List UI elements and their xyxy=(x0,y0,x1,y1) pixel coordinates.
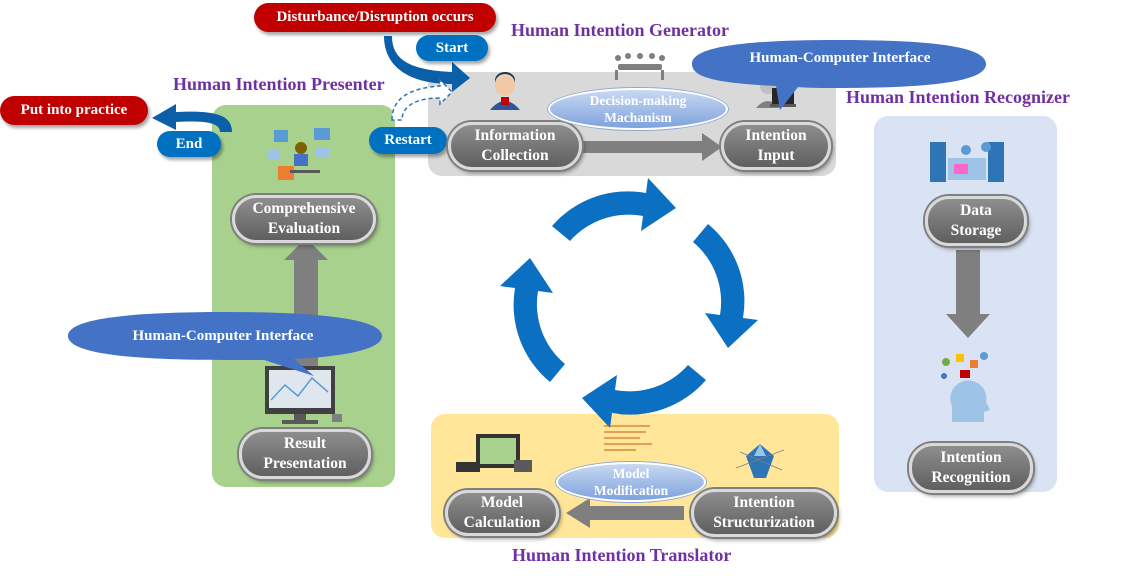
recognizer-down-arrow-shaft xyxy=(956,250,980,316)
code-sketch-icon xyxy=(604,425,652,451)
restart-pill[interactable]: Restart xyxy=(369,127,447,154)
generator-flow-arrow-shaft xyxy=(582,141,702,153)
cycle-arrows-icon xyxy=(500,178,758,428)
hci-bubble-top xyxy=(692,40,986,110)
translator-flow-arrowhead xyxy=(566,498,590,528)
node-label-line2: Input xyxy=(757,147,795,164)
person-icon xyxy=(490,72,520,110)
recognizer-title: Human Intention Recognizer xyxy=(846,87,1070,107)
restart-arrow xyxy=(391,78,454,121)
node-label-line2: Structurization xyxy=(713,514,815,531)
generator-flow-arrowhead xyxy=(702,133,722,161)
node-label-line1: Result xyxy=(283,435,327,452)
head-ideas-icon xyxy=(941,352,990,422)
node-label-line1: Data xyxy=(960,202,992,219)
hci-bubble-left xyxy=(68,312,382,376)
meeting-icon xyxy=(615,53,665,80)
presenter-title: Human Intention Presenter xyxy=(173,74,385,94)
translator-flow-arrow-shaft xyxy=(588,506,684,520)
start-pill[interactable]: Start xyxy=(416,35,488,61)
node-label-line1: Comprehensive xyxy=(252,200,356,217)
ellipse-label-line2: Modification xyxy=(593,483,669,498)
ellipse-label-line1: Decision-making xyxy=(589,93,687,108)
node-label-line2: Calculation xyxy=(463,514,541,531)
monitor-icon xyxy=(265,366,342,424)
node-label-line1: Intention xyxy=(940,449,1002,466)
practice-pill[interactable]: Put into practice xyxy=(0,96,148,125)
start-arrow xyxy=(384,36,470,92)
end-arrow xyxy=(152,104,232,132)
node-label-line1: Model xyxy=(480,494,524,511)
generator-title: Human Intention Generator xyxy=(511,20,729,40)
node-label-line2: Presentation xyxy=(263,455,347,472)
ellipse-label-line2: Machanism xyxy=(604,110,672,125)
hci-label-left: Human-Computer Interface xyxy=(132,327,314,344)
node-label-line2: Recognition xyxy=(931,469,1011,486)
ellipse-label-line1: Model xyxy=(612,466,650,481)
node-label-line1: Intention xyxy=(733,494,795,511)
hci-label-top: Human-Computer Interface xyxy=(749,49,931,66)
node-label-line2: Evaluation xyxy=(267,220,341,237)
server-icon xyxy=(930,142,1004,182)
disturbance-pill[interactable]: Disturbance/Disruption occurs xyxy=(254,3,496,32)
diamond-network-icon xyxy=(735,444,785,478)
node-label-line2: Storage xyxy=(950,222,1002,239)
translator-title: Human Intention Translator xyxy=(512,545,732,565)
node-label-line1: Intention xyxy=(745,127,807,144)
recognizer-down-arrowhead xyxy=(946,314,990,338)
node-label-line2: Collection xyxy=(481,147,549,164)
node-label-line1: Information xyxy=(474,127,556,144)
end-pill[interactable]: End xyxy=(157,131,221,157)
presenter-up-arrowhead xyxy=(284,238,328,260)
dashboard-icon xyxy=(268,128,330,180)
workstation-icon xyxy=(456,434,532,472)
